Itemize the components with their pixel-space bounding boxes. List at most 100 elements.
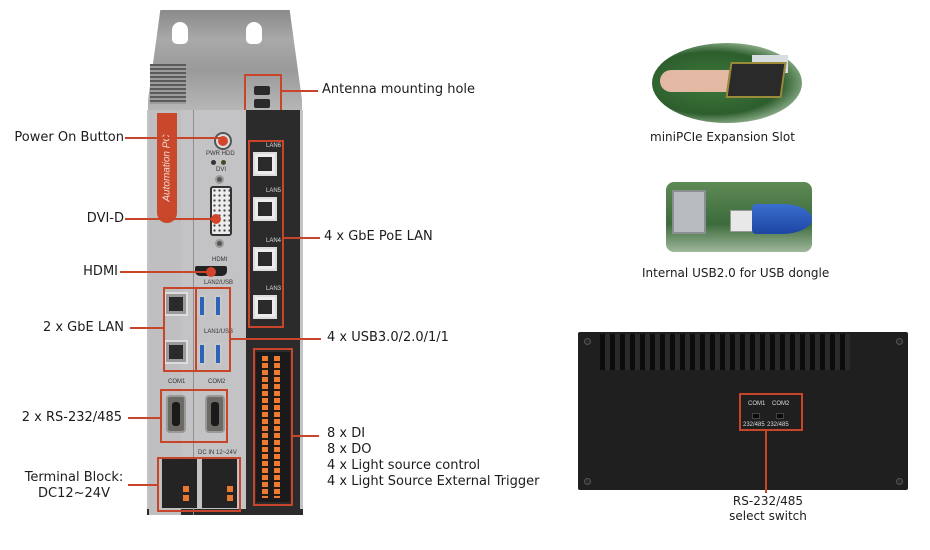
leader-line	[120, 271, 215, 273]
power-button[interactable]	[214, 132, 232, 150]
callout-dio: 8 x DI 8 x DO 4 x Light source control 4…	[327, 426, 540, 490]
poe-lan-highlight	[248, 140, 284, 328]
leader-line	[128, 484, 157, 486]
keyhole-icon	[246, 22, 262, 44]
dc-in-label: DC IN 12~24V	[198, 450, 237, 456]
usb-socket	[672, 190, 706, 234]
dio-line: 4 x Light Source External Trigger	[327, 474, 540, 489]
antenna-hole	[254, 86, 270, 95]
com2-port[interactable]	[205, 395, 225, 433]
hdmi-port-label: HDMI	[212, 257, 228, 263]
gbe-lan-highlight	[163, 287, 197, 372]
brand-strip: Automation PC	[157, 113, 177, 223]
rs-switch-caption-line2: select switch	[729, 509, 807, 523]
switch-com2-label: COM2	[772, 401, 790, 407]
screw-icon	[896, 338, 903, 345]
terminal-pin	[227, 495, 233, 501]
rs-switch-caption: RS-232/485 select switch	[718, 494, 818, 524]
callout-antenna: Antenna mounting hole	[322, 82, 476, 97]
antenna-highlight	[244, 74, 282, 112]
callout-poe-lan: 4 x GbE PoE LAN	[324, 229, 433, 244]
dvi-port[interactable]	[210, 186, 232, 236]
hdd-led	[221, 160, 226, 165]
leader-line	[765, 431, 767, 493]
usb-port[interactable]	[198, 295, 206, 317]
switch-mode2-label: 232/485	[767, 422, 789, 428]
lan6-port[interactable]	[253, 152, 277, 176]
minipcie-module	[725, 62, 787, 98]
lan3-label: LAN3	[266, 286, 282, 292]
com1-port[interactable]	[166, 395, 186, 433]
usb-dongle	[752, 204, 812, 234]
keyhole-icon	[172, 22, 188, 44]
dio-line: 8 x DO	[327, 442, 372, 457]
lan6-label: LAN6	[266, 143, 282, 149]
usb-highlight	[195, 287, 231, 372]
leader-line	[125, 218, 220, 220]
callout-usb: 4 x USB3.0/2.0/1/1	[327, 330, 449, 345]
vent-slots	[600, 334, 850, 370]
com1-select-switch[interactable]	[752, 413, 760, 419]
terminal-pin	[227, 486, 233, 492]
leader-line	[293, 435, 319, 437]
lan5-label: LAN5	[266, 188, 282, 194]
dio-pins	[262, 356, 268, 498]
lan4-port[interactable]	[253, 247, 277, 271]
hand-graphic	[660, 70, 740, 92]
switch-mode1-label: 232/485	[743, 422, 765, 428]
terminal-label-line2: DC12~24V	[38, 486, 110, 501]
leader-line	[284, 237, 320, 239]
com2-select-switch[interactable]	[776, 413, 784, 419]
dio-highlight	[253, 348, 293, 506]
dvi-label: DVI	[216, 167, 227, 173]
pwr-led	[211, 160, 216, 165]
heatsink-fins	[150, 64, 186, 104]
screw-icon	[215, 239, 224, 248]
dio-line: 8 x DI	[327, 426, 366, 441]
com1-label: COM1	[168, 379, 186, 385]
dio-pins	[274, 356, 280, 498]
minipcie-caption: miniPCIe Expansion Slot	[650, 130, 795, 144]
marker-dot	[206, 267, 216, 277]
lan1-usb-label: LAN1/USB	[204, 329, 234, 335]
callout-rs232-485: 2 x RS-232/485	[21, 410, 122, 425]
lan2-usb-label: LAN2/USB	[204, 280, 234, 286]
leader-line	[130, 327, 163, 329]
screw-icon	[896, 478, 903, 485]
leader-line	[128, 417, 160, 419]
dio-line: 4 x Light source control	[327, 458, 481, 473]
com2-label: COM2	[208, 379, 226, 385]
antenna-hole	[254, 99, 270, 108]
callout-dvi-d: DVI-D	[86, 211, 124, 226]
leader-line	[231, 338, 321, 340]
marker-dot	[211, 214, 221, 224]
terminal-block-1[interactable]	[162, 458, 197, 508]
com-highlight	[160, 389, 228, 443]
leader-line	[282, 90, 318, 92]
terminal-pin	[183, 486, 189, 492]
usb-port[interactable]	[198, 343, 206, 365]
lan1-port[interactable]	[164, 340, 188, 364]
screw-icon	[584, 338, 591, 345]
switch-highlight	[739, 393, 803, 431]
callout-gbe-lan: 2 x GbE LAN	[42, 320, 124, 335]
usb-port[interactable]	[214, 295, 222, 317]
pwr-hdd-label: PWR HDD	[206, 151, 235, 157]
callout-hdmi: HDMI	[83, 264, 118, 279]
usb-port[interactable]	[214, 343, 222, 365]
screw-icon	[215, 175, 224, 184]
callout-power-on-button: Power On Button	[14, 130, 124, 145]
panel-divider	[193, 110, 194, 515]
switch-com1-label: COM1	[748, 401, 766, 407]
lan4-label: LAN4	[266, 238, 282, 244]
dio-connector[interactable]	[256, 352, 290, 502]
rs-switch-caption-line1: RS-232/485	[732, 494, 804, 508]
screw-icon	[584, 478, 591, 485]
callout-terminal-block: Terminal Block: DC12~24V	[24, 470, 124, 502]
lan3-port[interactable]	[253, 295, 277, 319]
leader-line	[125, 137, 220, 139]
lan2-port[interactable]	[164, 292, 188, 316]
lan5-port[interactable]	[253, 197, 277, 221]
terminal-label-line1: Terminal Block:	[24, 470, 124, 485]
terminal-pin	[183, 495, 189, 501]
